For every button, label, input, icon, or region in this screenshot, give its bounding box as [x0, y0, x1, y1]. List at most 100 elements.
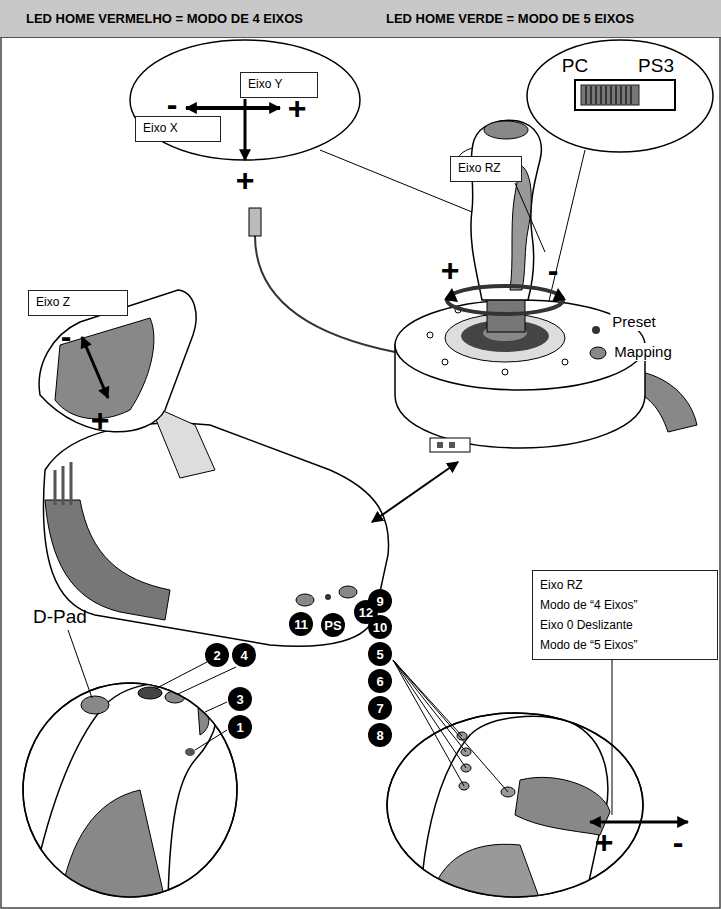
grip-detail-zoom-part-part: [185, 748, 195, 756]
axis-label-box: Eixo RZ: [450, 156, 522, 182]
axis-sign: -: [167, 88, 178, 120]
callout-number: 11: [289, 612, 313, 636]
xy-axis-callout-part: [186, 106, 280, 110]
axis-text: Eixo Z: [36, 295, 70, 310]
joystick-grip: [444, 120, 566, 314]
mode-switch-callout-part: [548, 150, 585, 305]
grip-detail-zoom-part: [155, 662, 207, 689]
throttle-detail-zoom-part: [612, 660, 613, 815]
throttle-illustration-part: [296, 594, 314, 606]
mode-switch-callout: [527, 40, 713, 305]
callout-number: 1: [228, 715, 252, 739]
joystick-base-part: [590, 347, 606, 359]
callout-number: 4: [232, 643, 256, 667]
throttle-detail-zoom-part-part: [430, 844, 540, 900]
throttle-detail-zoom: [387, 660, 688, 900]
grip-detail-zoom-part-part: [81, 696, 109, 714]
part-name: D-Pad: [33, 606, 87, 628]
axis-sign: +: [91, 404, 110, 436]
joystick-base-part: [427, 332, 433, 338]
usb-cable-part: [255, 236, 395, 352]
throttle-detail-zoom-part: [420, 716, 610, 900]
usb-cable: [249, 208, 395, 352]
callout-number: PS: [321, 613, 345, 637]
joystick-grip-part: [484, 121, 528, 139]
axis-text: Eixo 0 Deslizante: [540, 615, 633, 635]
throttle-illustration-part: [55, 462, 71, 505]
mode-switch-callout-part: [586, 86, 631, 104]
callout-number: 9: [368, 589, 392, 613]
joystick-grip-part: [510, 165, 531, 290]
throttle-illustration-part: [43, 423, 388, 646]
callout-number: 5: [368, 642, 392, 666]
callout-number: 10: [368, 615, 392, 639]
joystick-grip-part: [552, 288, 566, 302]
axis-mode-box: Eixo RZModo de “4 Eixos”Eixo 0 Deslizant…: [532, 570, 718, 660]
joystick-base-part: [592, 326, 600, 334]
joystick-base-part: [449, 442, 455, 448]
grip-detail-zoom-part-part: [30, 683, 217, 900]
grip-detail-zoom-part: [178, 667, 236, 694]
throttle-illustration-part: [45, 500, 170, 620]
axis-sign: +: [595, 826, 614, 858]
header-text: LED HOME VERDE = MODO DE 5 EIXOS: [386, 11, 634, 26]
button-name: Mapping: [612, 343, 674, 361]
joystick-base-part: [562, 359, 568, 365]
axis-label-box: Eixo X: [135, 116, 221, 142]
axis-text: Eixo RZ: [540, 575, 583, 595]
grip-detail-zoom-part: [205, 702, 227, 712]
joystick-base-part: [442, 359, 448, 365]
throttle-detail-zoom-part: [393, 660, 466, 768]
throttle-detail-zoom-part: [590, 821, 688, 824]
switch-label: PC: [562, 55, 588, 77]
grip-detail-zoom-part: [30, 683, 217, 900]
header-band: LED HOME VERMELHO = MODO DE 4 EIXOS LED H…: [0, 0, 721, 38]
axis-sign: -: [61, 320, 72, 352]
callout-number: 3: [228, 687, 252, 711]
throttle-detail-zoom-part: [387, 713, 643, 897]
joystick-base-part: [430, 438, 470, 452]
joystick-grip-part: [515, 183, 545, 252]
header-text: LED HOME VERMELHO = MODO DE 4 EIXOS: [26, 11, 303, 26]
grip-detail-zoom: [23, 630, 237, 900]
axis-sign: +: [288, 92, 307, 124]
axis-sign: +: [236, 164, 255, 196]
joystick-grip-part: [447, 286, 563, 314]
throttle-illustration-part: [325, 594, 331, 600]
throttle-illustration-part: [372, 462, 458, 522]
switch-label: PS3: [638, 55, 674, 77]
throttle-detail-zoom-part: [393, 660, 464, 786]
joystick-base: [395, 298, 697, 452]
button-name: Preset: [610, 313, 657, 331]
usb-cable-part: [249, 208, 261, 236]
callout-number: 2: [205, 643, 229, 667]
joystick-base-part: [437, 442, 443, 448]
grip-detail-zoom-part-part: [138, 687, 162, 699]
throttle-illustration-part: [82, 337, 108, 398]
axis-text: Eixo X: [143, 121, 178, 136]
xy-axis-callout: [130, 40, 472, 212]
axis-text: Eixo RZ: [458, 161, 501, 176]
throttle-detail-zoom-part: [393, 660, 508, 792]
xy-axis-callout-part: [244, 99, 247, 160]
throttle-illustration: [39, 290, 458, 646]
grip-detail-zoom-part: [68, 630, 92, 698]
axis-sign: -: [548, 254, 559, 286]
axis-text: Modo de “4 Eixos”: [540, 595, 637, 615]
mode-switch-callout-part: [575, 80, 675, 110]
grip-detail-zoom-part: [195, 730, 227, 750]
axis-label-box: Eixo Z: [28, 290, 128, 316]
callout-number: 8: [368, 723, 392, 747]
joystick-base-part: [502, 369, 508, 375]
throttle-detail-zoom-part: [393, 660, 466, 752]
axis-sign: -: [673, 826, 684, 858]
axis-text: Eixo Y: [248, 77, 282, 92]
callout-number: 6: [368, 669, 392, 693]
axis-sign: +: [441, 254, 460, 286]
mode-switch-callout-part: [527, 40, 713, 152]
mode-switch-callout-part: [581, 85, 639, 105]
